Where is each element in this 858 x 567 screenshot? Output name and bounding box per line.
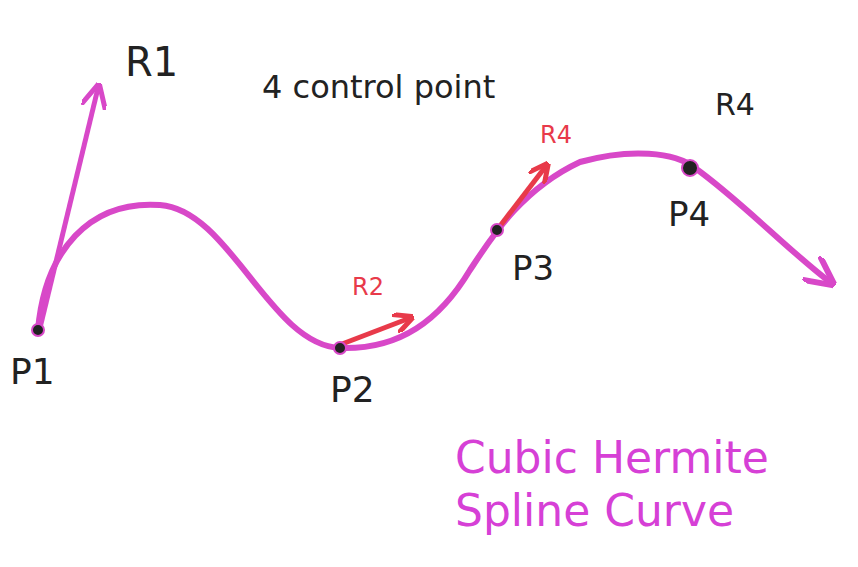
vector-label: R4 [715,88,755,121]
caption-text: Cubic Hermite Spline Curve [455,432,845,538]
vector-label: R4 [540,122,572,148]
point-label: P3 [512,250,554,287]
point-label: P4 [668,196,710,233]
point-label: P1 [10,352,55,392]
note-text: 4 control point [262,70,495,105]
control-point [682,160,698,176]
spline-curve [38,153,830,348]
vector-label: R1 [125,40,178,84]
control-point [32,324,44,336]
tangent-arrow [40,88,98,328]
vector-label: R2 [352,274,384,300]
point-label: P2 [330,370,375,410]
control-point [491,224,503,236]
tangent-arrow [342,318,410,344]
control-point [334,342,346,354]
tangent-arrow [500,166,546,226]
